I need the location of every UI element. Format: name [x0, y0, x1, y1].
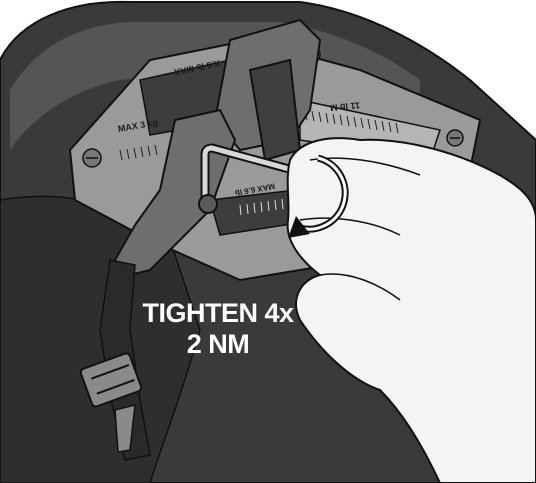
ruler-ticks-left [119, 144, 158, 161]
strap-buckle [79, 352, 143, 408]
instruction-line-2: 2 NM [186, 329, 250, 359]
screw-top-left [82, 148, 102, 168]
hex-bolt [198, 194, 218, 214]
hand [286, 137, 536, 483]
screw-right [446, 129, 464, 147]
instruction-line-1: TIGHTEN 4x [142, 298, 294, 328]
clockwise-arrow-icon [288, 154, 349, 238]
hex-key-inner [202, 145, 301, 200]
strap-tail [114, 404, 136, 453]
hand-finger-line-2 [319, 273, 401, 301]
hand-finger-line-1 [299, 217, 401, 236]
plate-label-right: 11 lb M [330, 100, 361, 113]
tighten-instruction: TIGHTEN 4x 2 NM [138, 298, 298, 360]
